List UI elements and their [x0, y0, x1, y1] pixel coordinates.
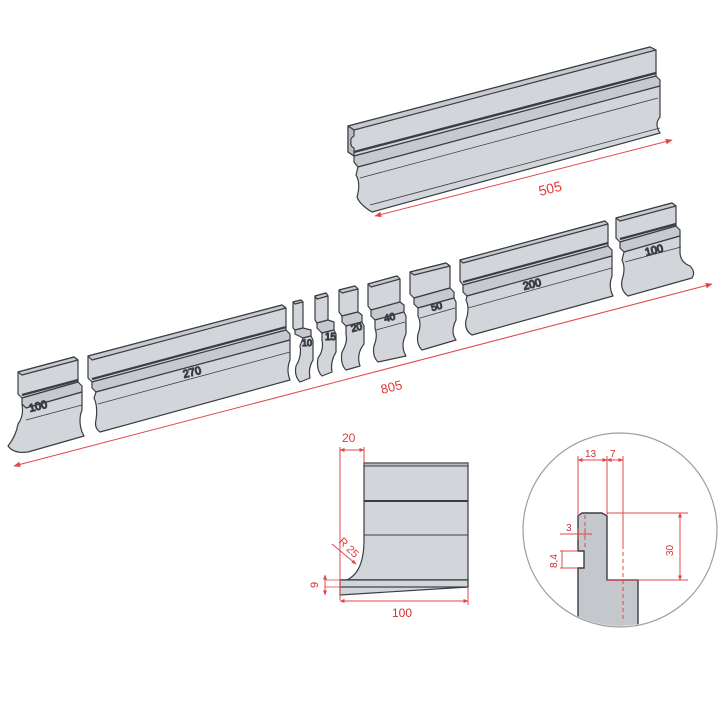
- segment-200: 200: [459, 220, 614, 336]
- dim-30: 30: [665, 544, 676, 556]
- segment-270: 270: [87, 304, 291, 433]
- dim-3: 3: [566, 523, 572, 534]
- segment-40: 40: [367, 275, 407, 363]
- segment-15: 15: [314, 292, 337, 377]
- segment-10: 10: [292, 299, 314, 383]
- offset-label: 20: [342, 431, 356, 445]
- detail-view: 13 7 30 3 8,4: [522, 432, 718, 628]
- dimension-505: 505: [374, 138, 673, 218]
- length-label-805: 805: [379, 377, 404, 397]
- segment-100-left: 100: [7, 356, 85, 453]
- segment-label: 15: [325, 332, 337, 343]
- segment-50: 50: [409, 262, 457, 351]
- segment-100-right: 100: [615, 202, 695, 297]
- segment-20: 20: [338, 285, 365, 371]
- segment-label: 10: [302, 338, 312, 348]
- dim-8-4: 8,4: [549, 554, 560, 568]
- width-label: 100: [392, 606, 412, 620]
- dim-13: 13: [585, 449, 597, 460]
- length-label-505: 505: [537, 178, 564, 199]
- cross-section-view: 20 R 25 9 100: [309, 431, 469, 620]
- dimension-805: 805: [13, 282, 713, 468]
- segment-505: [347, 46, 661, 213]
- height-label: 9: [309, 582, 321, 588]
- segment-label: 100: [644, 243, 665, 259]
- dim-7: 7: [610, 449, 616, 460]
